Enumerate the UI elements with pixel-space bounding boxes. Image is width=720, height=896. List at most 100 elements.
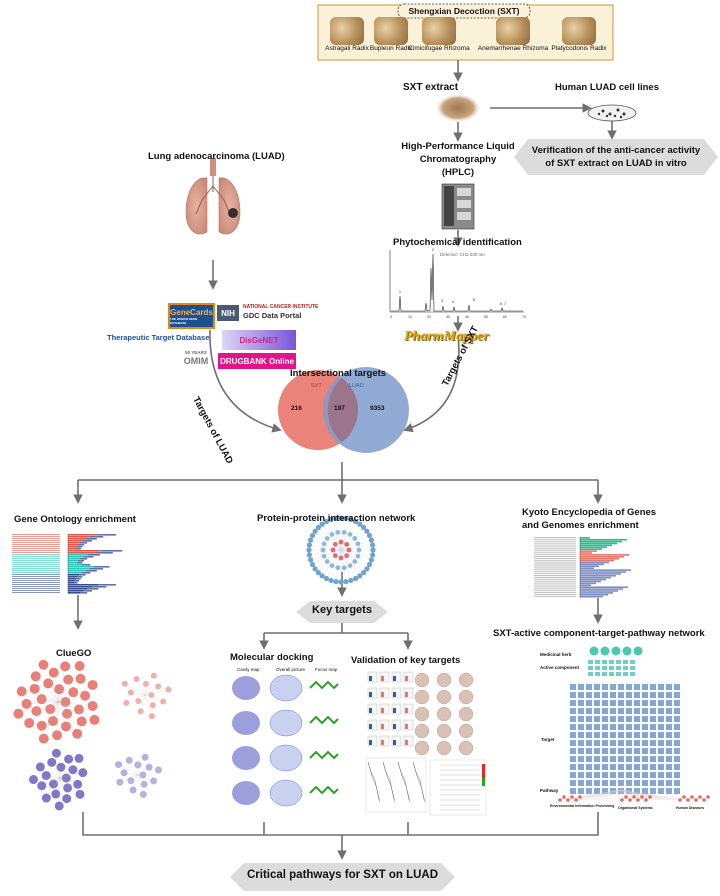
go-term-label (12, 558, 60, 559)
venn-left-label: SXT (311, 383, 322, 389)
validation-ihc (414, 740, 430, 756)
ppi-node (338, 515, 344, 521)
net-component-node (609, 672, 614, 676)
center-arrows (73, 60, 617, 860)
cluego-node (51, 789, 61, 799)
net-edge (619, 789, 644, 801)
net-target-node (674, 716, 680, 722)
gdc-label: GDC Data Portal (243, 311, 302, 320)
validation-ihc (458, 672, 474, 688)
net-target-node (586, 724, 592, 730)
cluego-edge (57, 701, 78, 734)
net-component-node (595, 660, 600, 664)
ppi-node (366, 561, 373, 568)
cluego-edge (56, 701, 59, 736)
ppi-edge (318, 549, 342, 573)
cluego-node (149, 702, 156, 709)
net-target-node (586, 764, 592, 770)
net-target-node (642, 716, 648, 722)
network-title: SXT-active component-target-pathway netw… (493, 628, 705, 639)
net-target-node (570, 684, 576, 690)
net-target-node (666, 756, 672, 762)
net-target-node (634, 780, 640, 786)
go-bar-overlay (98, 584, 116, 586)
validation-ihc (458, 689, 474, 705)
ppi-edge (340, 527, 364, 551)
net-target-node (618, 724, 624, 730)
cluego-node (30, 671, 41, 682)
validation-bar (405, 692, 408, 697)
net-target-node (634, 772, 640, 778)
kegg-bar (580, 544, 612, 547)
kegg-term-label (534, 590, 576, 592)
kegg-term-label (534, 548, 576, 550)
hplc-label-1: High-Performance Liquid (401, 141, 515, 152)
net-pathway-node (698, 795, 702, 799)
cluego-edge (43, 664, 59, 703)
net-target-node (610, 684, 616, 690)
hplc-label-3: (HPLC) (441, 167, 475, 178)
net-component-node (609, 666, 614, 670)
go-bar (68, 544, 78, 546)
net-herb-node (589, 646, 599, 656)
cluego-node (13, 708, 24, 719)
go-term-label (12, 536, 60, 537)
cluego-node (76, 716, 87, 727)
cluego-node (60, 697, 71, 707)
validation-bar (369, 692, 372, 697)
go-term-label (12, 538, 60, 539)
herb-label-1: Astragali Radix (325, 45, 369, 52)
cluego-node (87, 679, 98, 690)
cluego-node (51, 748, 61, 758)
net-component-node (630, 666, 635, 670)
net-edge (619, 789, 631, 801)
ppi-node (319, 521, 325, 527)
net-target-node (570, 724, 576, 730)
net-pathway-node (574, 798, 578, 802)
validation-bar (393, 724, 396, 729)
validation-bar (393, 676, 396, 681)
net-edge (619, 789, 663, 801)
net-target-node (570, 764, 576, 770)
go-bar-overlay (82, 572, 91, 574)
net-target-node (578, 748, 584, 754)
net-target-node (594, 708, 600, 714)
net-target-node (650, 716, 656, 722)
chrom-tick-label: 20 (427, 315, 431, 319)
ppi-node (352, 536, 358, 541)
net-pathway-node (558, 798, 562, 802)
kegg-term-label (534, 569, 576, 571)
validation-ihc (414, 723, 430, 739)
ppi-network-image (306, 515, 376, 585)
go-title: Gene Ontology enrichment (14, 514, 136, 525)
net-target-node (666, 772, 672, 778)
net-target-node (618, 780, 624, 786)
kegg-term-label (534, 594, 576, 595)
chrom-tick-label: 0 (390, 315, 392, 319)
validation-bar (381, 676, 384, 681)
net-target-node (578, 740, 584, 746)
ppi-node (335, 529, 341, 535)
net-target-node (578, 780, 584, 786)
net-component-node (623, 660, 628, 664)
net-target-node (642, 732, 648, 738)
net-target-node (650, 756, 656, 762)
net-target-node (642, 764, 648, 770)
validation-legend (482, 778, 485, 786)
cluego-node (87, 700, 98, 711)
net-edge (604, 789, 621, 801)
go-term-label (12, 552, 60, 553)
net-target-node (658, 684, 664, 690)
go-bar-overlay (90, 536, 104, 538)
go-bar (68, 578, 76, 580)
net-target-node (586, 700, 592, 706)
net-target-node (642, 740, 648, 746)
cluego-node (36, 694, 47, 705)
ppi-node (329, 532, 335, 537)
validation-curve (412, 761, 426, 803)
net-edge (579, 789, 621, 801)
chrom-peak-label: 2 (432, 248, 434, 252)
go-bar-overlay (75, 580, 80, 582)
net-target-node (658, 756, 664, 762)
cluego-node (63, 674, 74, 685)
